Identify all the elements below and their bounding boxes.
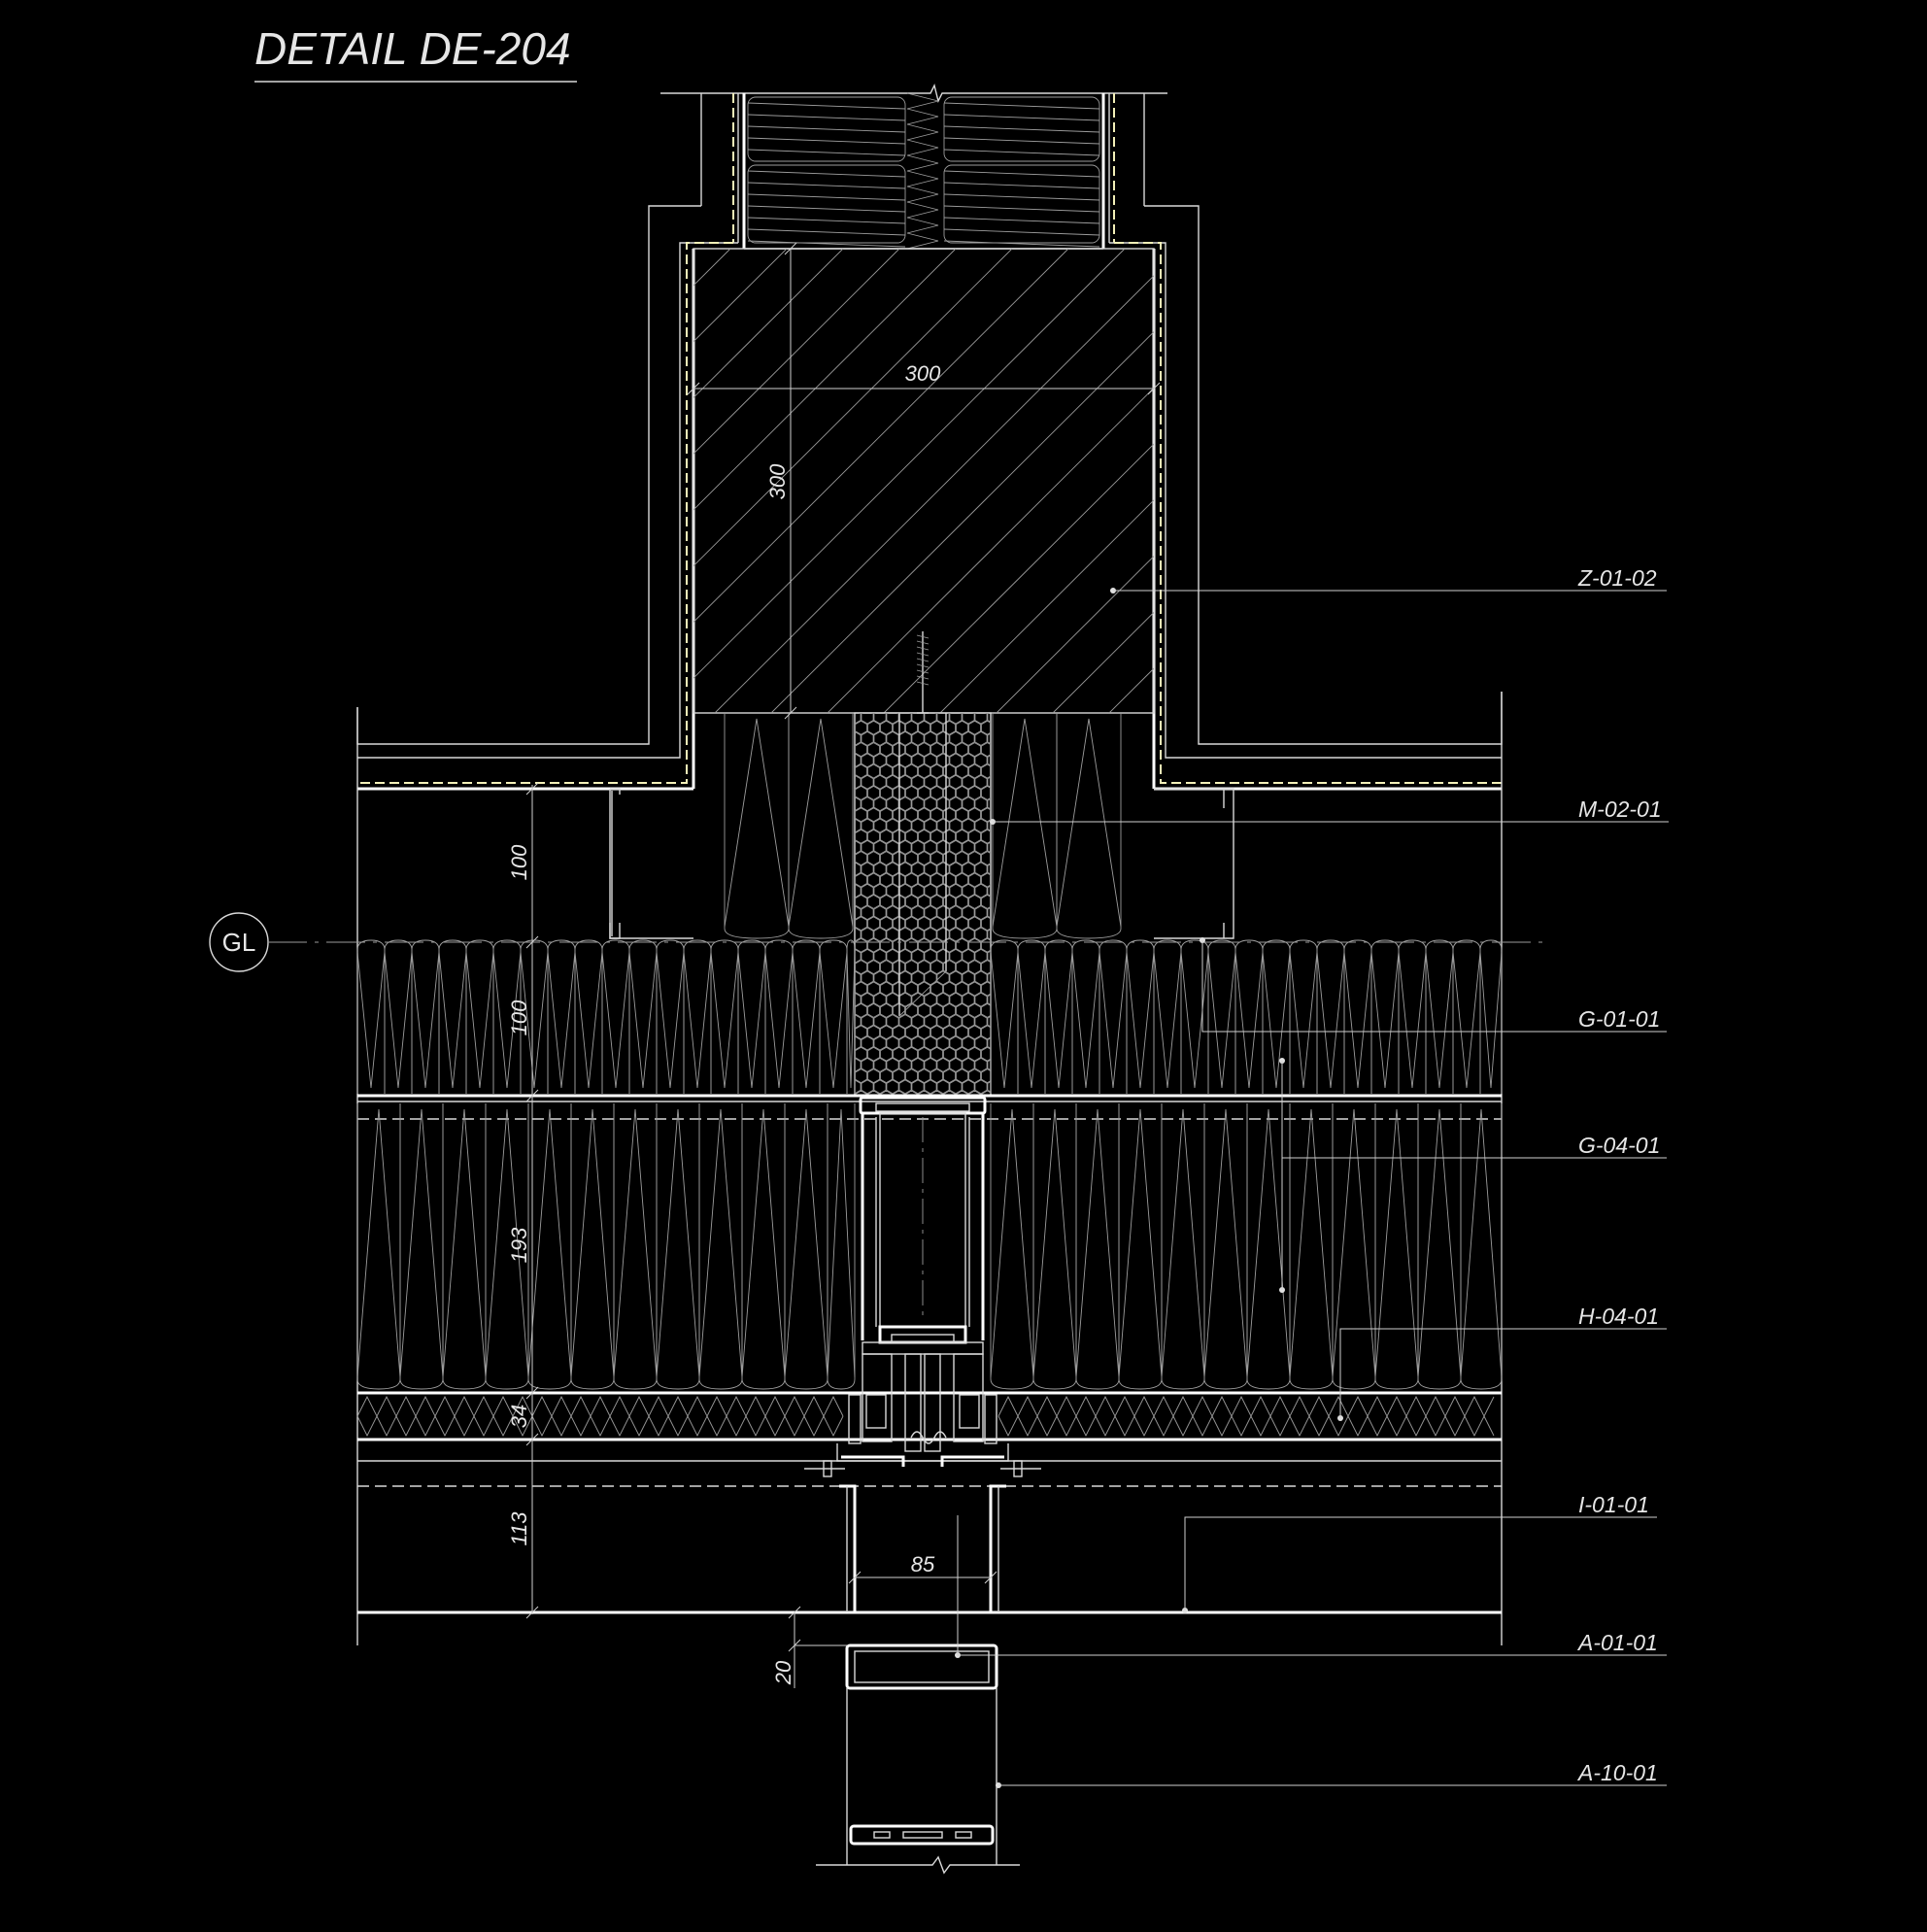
dimension-lines — [525, 242, 1161, 1688]
column-core-infill — [854, 631, 992, 1097]
dim-113: 113 — [507, 1511, 531, 1546]
column-side-insulation — [724, 713, 1122, 939]
dim-34: 34 — [507, 1405, 531, 1428]
dim-20: 20 — [771, 1660, 795, 1685]
fixing-screws — [804, 1460, 1041, 1477]
dim-100-lower: 100 — [507, 1000, 531, 1035]
detail-title: DETAIL DE-204 — [254, 23, 571, 74]
callout-a-10-01: A-10-01 — [1576, 1760, 1658, 1785]
steel-tube — [845, 1644, 998, 1690]
dim-col-height: 300 — [765, 463, 790, 499]
callout-m-02-01: M-02-01 — [1578, 797, 1662, 822]
upper-wall-insulation — [747, 92, 1100, 250]
insulation-layer-2 — [356, 1103, 1503, 1390]
concrete-column — [693, 248, 1155, 714]
thin-insulation-layer — [356, 1391, 1502, 1441]
grid-line-label: GL — [222, 928, 256, 957]
concrete-hatch — [693, 249, 1154, 713]
aluminium-mullion-profile — [836, 1096, 1009, 1467]
lower-support — [816, 1688, 1020, 1875]
upper-wall — [660, 83, 1167, 250]
callout-h-04-01: H-04-01 — [1578, 1304, 1659, 1329]
callout-g-01-01: G-01-01 — [1578, 1006, 1660, 1032]
callout-g-04-01: G-04-01 — [1578, 1133, 1660, 1158]
dim-193: 193 — [507, 1227, 531, 1263]
callout-z-01-02: Z-01-02 — [1577, 565, 1657, 591]
callout-i-01-01: I-01-01 — [1578, 1492, 1649, 1517]
callout-a-01-01: A-01-01 — [1576, 1630, 1658, 1655]
lower-channel — [357, 1484, 1502, 1614]
insulation-layer-1 — [356, 939, 1503, 1094]
callout-leaders — [955, 588, 1669, 1788]
dim-100-upper: 100 — [507, 844, 531, 880]
dim-85: 85 — [911, 1552, 935, 1576]
dim-col-width: 300 — [905, 361, 941, 386]
steel-channels — [609, 788, 1234, 939]
grid-line-gl: GL — [209, 912, 1544, 972]
floor-finish-profile — [356, 205, 1503, 1645]
